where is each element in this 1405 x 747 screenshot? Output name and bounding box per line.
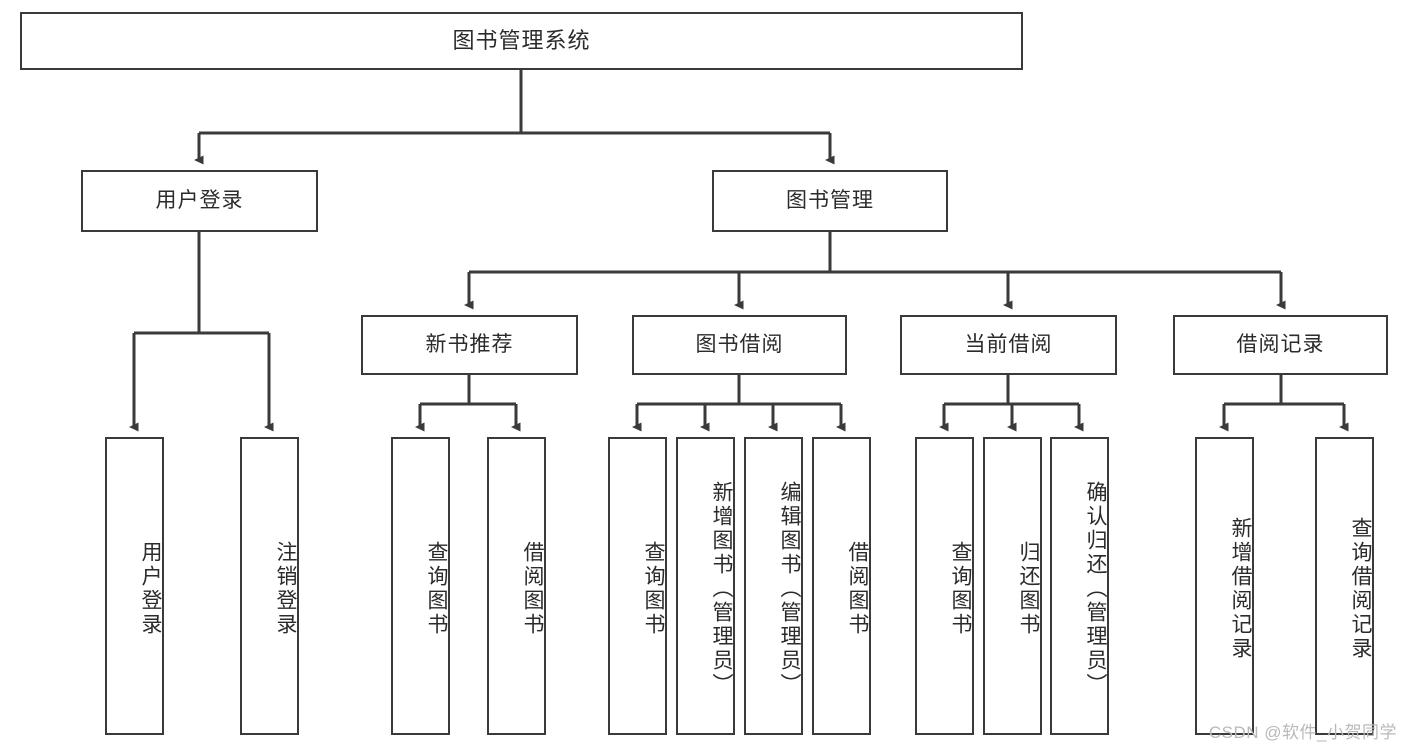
- node-book-management[interactable]: 图书管理: [712, 170, 948, 232]
- node-label: 借阅记录: [1236, 333, 1325, 357]
- node-leaf-add-borrow-record[interactable]: 新增借阅记录: [1195, 437, 1254, 735]
- node-label: 新增图书（管理员）: [710, 481, 733, 697]
- node-label: 归还图书: [1017, 541, 1040, 637]
- node-root-system[interactable]: 图书管理系统: [20, 12, 1023, 70]
- node-leaf-query-borrow-record[interactable]: 查询借阅记录: [1315, 437, 1374, 735]
- node-label: 用户登录: [139, 541, 162, 637]
- node-label: 确认归还（管理员）: [1084, 481, 1107, 697]
- csdn-watermark: CSDN @软件_小贺同学: [1208, 723, 1397, 742]
- node-label: 图书管理系统: [452, 27, 591, 53]
- node-label: 编辑图书（管理员）: [778, 481, 801, 697]
- node-label: 查询图书: [949, 541, 972, 637]
- node-current-borrow[interactable]: 当前借阅: [900, 315, 1117, 375]
- node-user-login[interactable]: 用户登录: [81, 170, 318, 232]
- node-leaf-query-book-borrow[interactable]: 查询图书: [608, 437, 667, 735]
- node-label: 新增借阅记录: [1229, 517, 1252, 661]
- node-label: 查询借阅记录: [1349, 517, 1372, 661]
- node-new-book-recommend[interactable]: 新书推荐: [361, 315, 578, 375]
- node-leaf-logout[interactable]: 注销登录: [240, 437, 299, 735]
- node-leaf-return-book[interactable]: 归还图书: [983, 437, 1042, 735]
- node-label: 当前借阅: [964, 333, 1053, 357]
- node-label: 查询图书: [642, 541, 665, 637]
- node-leaf-confirm-return-admin[interactable]: 确认归还（管理员）: [1050, 437, 1109, 735]
- node-borrow-records[interactable]: 借阅记录: [1173, 315, 1388, 375]
- node-label: 查询图书: [425, 541, 448, 637]
- node-label: 注销登录: [274, 541, 297, 637]
- node-leaf-add-book-admin[interactable]: 新增图书（管理员）: [676, 437, 735, 735]
- node-label: 图书管理: [786, 189, 874, 213]
- node-leaf-borrow-book[interactable]: 借阅图书: [812, 437, 871, 735]
- node-label: 用户登录: [155, 189, 244, 213]
- node-label: 借阅图书: [846, 541, 869, 637]
- node-leaf-query-book-current[interactable]: 查询图书: [915, 437, 974, 735]
- node-label: 新书推荐: [425, 333, 514, 357]
- node-label: 借阅图书: [521, 541, 544, 637]
- node-book-borrow[interactable]: 图书借阅: [632, 315, 847, 375]
- node-label: 图书借阅: [695, 333, 784, 357]
- node-leaf-edit-book-admin[interactable]: 编辑图书（管理员）: [744, 437, 803, 735]
- node-leaf-borrow-book-recommend[interactable]: 借阅图书: [487, 437, 546, 735]
- node-leaf-user-login[interactable]: 用户登录: [105, 437, 164, 735]
- node-leaf-query-book-recommend[interactable]: 查询图书: [391, 437, 450, 735]
